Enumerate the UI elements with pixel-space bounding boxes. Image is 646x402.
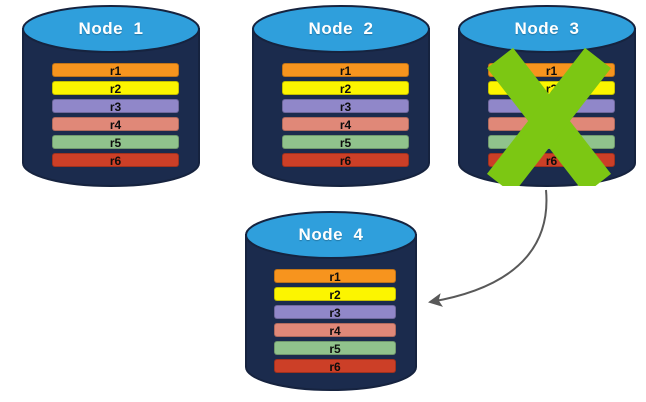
row-bar-r6[interactable]: r6 — [282, 153, 409, 168]
cylinder-top-ellipse — [22, 5, 200, 53]
row-bar-r3[interactable]: r3 — [282, 99, 409, 114]
row-bar-r2[interactable]: r2 — [52, 81, 179, 96]
row-bar-r1[interactable]: r1 — [488, 63, 615, 78]
row-bar-r3[interactable]: r3 — [52, 99, 179, 114]
row-bar-r2[interactable]: r2 — [274, 287, 396, 302]
row-bar-r6[interactable]: r6 — [274, 359, 396, 374]
row-bar-r4[interactable]: r4 — [488, 117, 615, 132]
row-bar-r6[interactable]: r6 — [488, 153, 615, 168]
row-bar-r3[interactable]: r3 — [488, 99, 615, 114]
row-bar-r1[interactable]: r1 — [282, 63, 409, 78]
row-list: r1 r2 r3 r4 r5 r6 — [22, 63, 200, 168]
cylinder-top-ellipse — [252, 5, 430, 53]
row-bar-r5[interactable]: r5 — [52, 135, 179, 150]
row-bar-r1[interactable]: r1 — [52, 63, 179, 78]
row-bar-r3[interactable]: r3 — [274, 305, 396, 320]
row-list: r1 r2 r3 r4 r5 r6 — [458, 63, 636, 168]
row-bar-r5[interactable]: r5 — [488, 135, 615, 150]
row-bar-r5[interactable]: r5 — [274, 341, 396, 356]
row-bar-r1[interactable]: r1 — [274, 269, 396, 284]
row-bar-r4[interactable]: r4 — [274, 323, 396, 338]
cylinder-top-ellipse — [458, 5, 636, 53]
row-bar-r2[interactable]: r2 — [488, 81, 615, 96]
row-bar-r2[interactable]: r2 — [282, 81, 409, 96]
row-bar-r4[interactable]: r4 — [52, 117, 179, 132]
arrow-path — [428, 189, 548, 307]
cylinder-top-ellipse — [245, 211, 417, 259]
row-list: r1 r2 r3 r4 r5 r6 — [252, 63, 430, 168]
row-bar-r6[interactable]: r6 — [52, 153, 179, 168]
row-bar-r4[interactable]: r4 — [282, 117, 409, 132]
row-list: r1 r2 r3 r4 r5 r6 — [245, 269, 417, 374]
row-bar-r5[interactable]: r5 — [282, 135, 409, 150]
